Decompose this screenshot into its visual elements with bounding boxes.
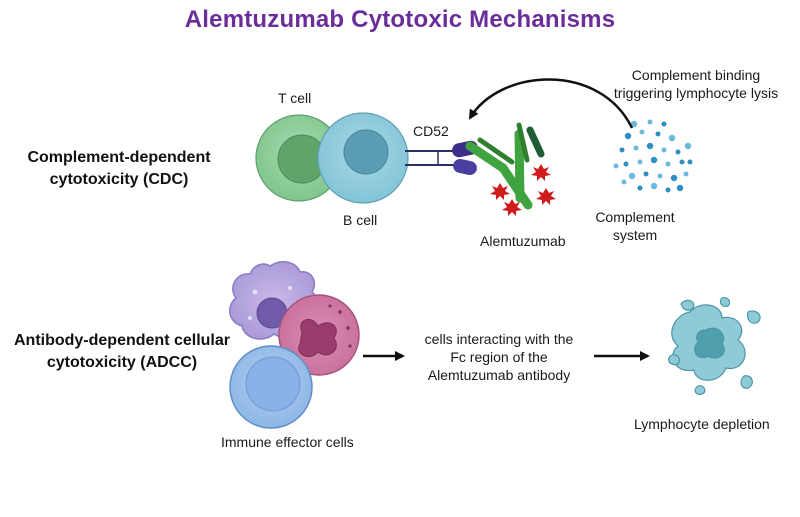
complement-line2: system <box>612 227 658 243</box>
interaction-line3: Alemtuzumab antibody <box>427 367 571 383</box>
adcc-heading-line1: Antibody-dependent cellular <box>13 332 230 349</box>
complement-system-dots <box>613 119 693 193</box>
cdc-heading-line1: Complement-dependent <box>27 149 211 166</box>
effector-cell-blue <box>229 345 313 429</box>
complement-dot <box>665 187 671 193</box>
complement-stars <box>490 164 556 216</box>
complement-dot <box>650 156 658 164</box>
complement-dot <box>646 142 654 150</box>
complement-dot <box>630 120 638 128</box>
adcc-heading-line2: cytotoxicity (ADCC) <box>46 354 198 371</box>
complement-dot <box>628 172 636 180</box>
b-cell-label: B cell <box>343 212 378 228</box>
adcc-heading: Antibody-dependent cellular cytotoxicity… <box>4 330 240 374</box>
complement-dot <box>665 161 671 167</box>
complement-dot <box>650 182 658 190</box>
b-cell <box>317 112 409 204</box>
effector-cell-pink <box>278 294 360 376</box>
complement-binding-label: Complement binding triggering lymphocyte… <box>596 66 796 102</box>
complement-dot <box>679 159 685 165</box>
complement-dot <box>687 159 693 165</box>
depletion-label: Lymphocyte depletion <box>634 416 770 432</box>
complement-dot <box>683 171 689 177</box>
page-title: Alemtuzumab Cytotoxic Mechanisms <box>184 6 616 33</box>
complement-dot <box>661 121 667 127</box>
effector-cells-label: Immune effector cells <box>221 434 354 450</box>
complement-dot <box>639 129 645 135</box>
t-cell-label: T cell <box>278 90 312 106</box>
complement-dot <box>613 163 619 169</box>
complement-binding-arrow <box>468 78 634 129</box>
complement-dot <box>676 184 684 192</box>
antibody-label: Alemtuzumab <box>480 233 566 249</box>
complement-line1: Complement <box>595 209 675 225</box>
interaction-line2: Fc region of the <box>450 349 548 365</box>
binding-line2: triggering lymphocyte lysis <box>613 85 779 101</box>
complement-dot <box>637 185 643 191</box>
complement-dot <box>670 174 678 182</box>
cdc-heading-line2: cytotoxicity (CDC) <box>49 171 189 188</box>
complement-dot <box>637 159 643 165</box>
complement-system-label: Complement system <box>590 208 680 244</box>
complement-dot <box>643 171 649 177</box>
complement-dot <box>661 147 667 153</box>
interaction-line1: cells interacting with the <box>424 331 574 347</box>
interaction-label: cells interacting with the Fc region of … <box>407 330 591 384</box>
alemtuzumab-antibody <box>465 122 545 210</box>
complement-dot <box>621 179 627 185</box>
complement-dot <box>619 147 625 153</box>
complement-dot <box>647 119 653 125</box>
lymphocyte-fragments <box>668 297 761 395</box>
complement-dot <box>633 145 639 151</box>
complement-dot <box>675 149 681 155</box>
complement-dot <box>655 131 661 137</box>
cdc-heading: Complement-dependent cytotoxicity (CDC) <box>14 147 224 191</box>
complement-dot <box>624 132 632 140</box>
cd52-antigen <box>405 140 478 176</box>
complement-dot <box>668 134 676 142</box>
cd52-label: CD52 <box>413 123 449 139</box>
binding-line1: Complement binding <box>631 67 761 83</box>
complement-dot <box>657 173 663 179</box>
complement-dot <box>684 142 692 150</box>
complement-dot <box>623 161 629 167</box>
